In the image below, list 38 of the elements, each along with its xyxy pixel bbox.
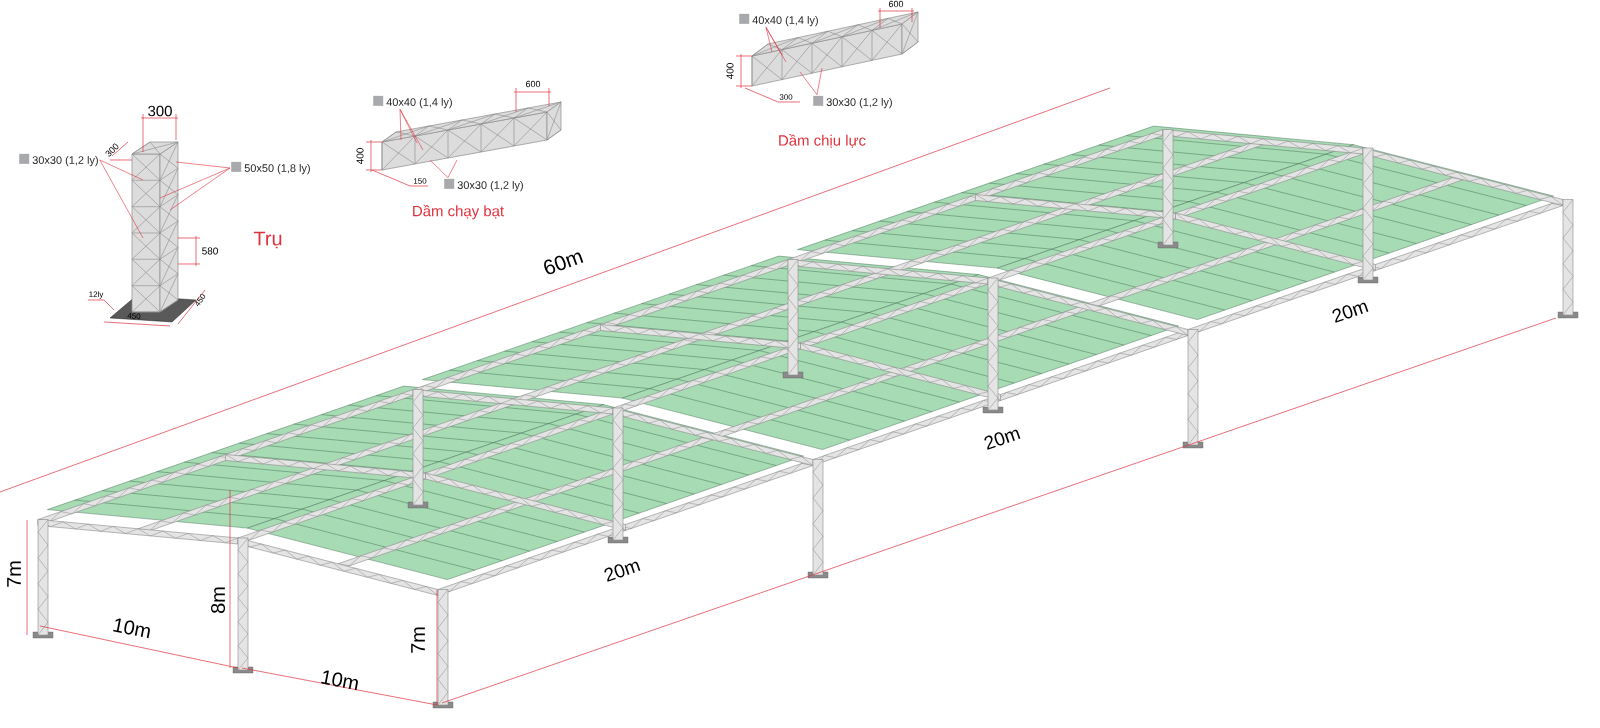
- leader-line: [159, 167, 231, 199]
- dimension-label: 10m: [113, 618, 150, 639]
- dimension-label: 20m: [604, 561, 641, 582]
- leader-line: [169, 167, 231, 211]
- dimension-label: 60m: [544, 252, 584, 275]
- dimension-label: 7m: [411, 627, 425, 653]
- dimension-label: 7m: [7, 561, 21, 587]
- leader-line: [99, 159, 144, 239]
- leader-line: [816, 67, 823, 95]
- dimension-label: 600: [889, 0, 904, 8]
- leader-line: [99, 159, 144, 181]
- dimension-label: 8m: [210, 587, 226, 613]
- leader-line: [447, 159, 458, 178]
- leader-line: [399, 109, 402, 141]
- leader-line: [175, 161, 231, 169]
- dimension-label: 400: [726, 63, 734, 80]
- spec-label: 40x40 (1,4 ly): [373, 95, 452, 109]
- dimension-label: 300: [105, 143, 119, 157]
- leader-line: [399, 109, 424, 151]
- dimension-label: 400: [356, 148, 364, 165]
- leader-line: [429, 159, 449, 178]
- leader-line: [765, 27, 773, 53]
- spec-label: 30x30 (1,2 ly): [444, 178, 523, 192]
- beam-truss-drawing: [751, 11, 919, 87]
- dimension-label: 20m: [984, 429, 1021, 450]
- dimension-label: 20m: [1332, 302, 1369, 323]
- caption-label: Dầm chạy bạt: [413, 204, 504, 220]
- caption-label: Trụ: [253, 231, 282, 249]
- dimension-label: 300: [148, 105, 172, 117]
- spec-label: 30x30 (1,2 ly): [19, 153, 98, 167]
- caption-label: Dầm chịu lực: [779, 134, 866, 148]
- spec-label: 30x30 (1,2 ly): [813, 95, 892, 109]
- dimension-label: 600: [526, 80, 541, 88]
- spec-label: 40x40 (1,4 ly): [739, 13, 818, 27]
- leader-line: [799, 71, 818, 95]
- leader-line: [765, 27, 787, 63]
- spec-label: 50x50 (1,8 ly): [231, 161, 310, 175]
- dimension-label: 10m: [321, 670, 358, 691]
